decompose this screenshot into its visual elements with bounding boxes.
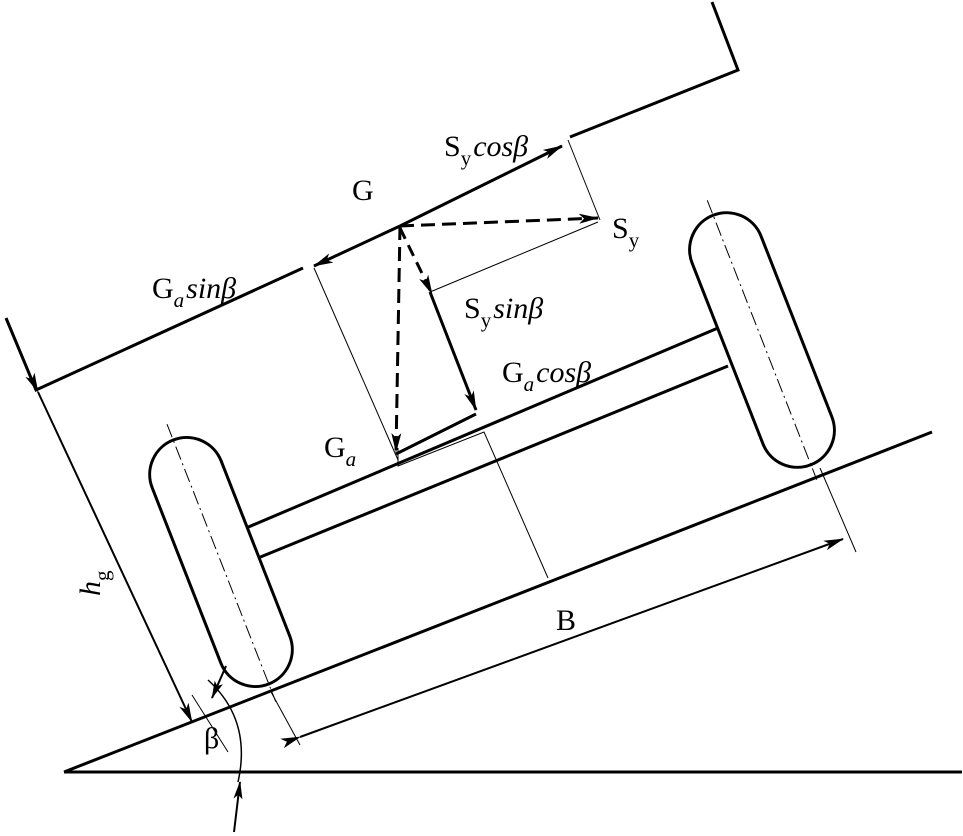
label-g: G [352,174,374,207]
sy-sin-arrow [428,291,478,411]
dimension-b-arrow [280,538,844,749]
ga-cos-line [395,412,477,456]
g-sin-arrow [313,224,401,268]
sy-sin-dashed [398,227,434,295]
label-sy-sin: Sysinβ [464,292,543,332]
vehicle-body-right [569,1,740,139]
axle-lower [257,364,729,560]
right-wheel [688,200,836,480]
label-sy: Sy [612,212,640,252]
construction-lines [191,139,857,753]
label-hg: hg [74,570,114,596]
label-ga: Ga [324,431,356,471]
ga-arrow [391,225,402,453]
sy-cos-arrow [399,144,563,228]
label-b: B [556,604,576,637]
left-wheel [148,424,294,702]
dimension-hg-arrow [25,372,193,723]
beta-arrow-bottom [233,781,243,833]
label-beta: β [204,722,219,755]
label-ga-cos: Gacosβ [502,356,591,396]
force-vectors [313,144,599,456]
label-sy-cos: Sycosβ [444,130,528,170]
sy-arrow [399,213,599,228]
beta-arrow-top [211,665,227,699]
label-ga-sin: Gasinβ [152,272,236,312]
axle-upper [245,326,719,530]
